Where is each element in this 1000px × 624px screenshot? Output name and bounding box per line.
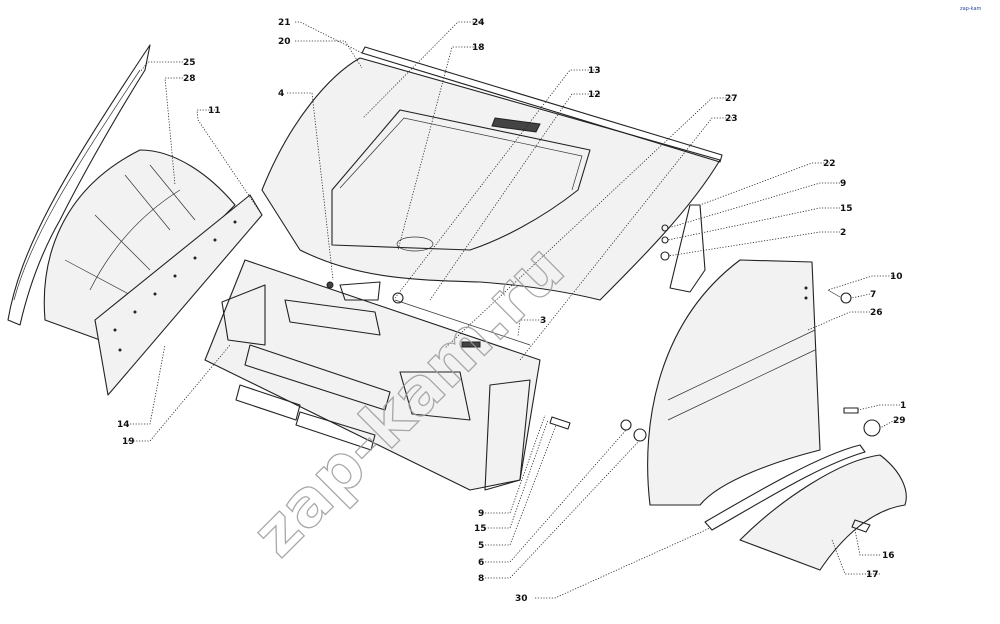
- part-bonnet: [261, 57, 721, 301]
- callout-21: 21: [278, 18, 291, 28]
- callouts: 21 20 24 18 13 12 27 23 4 11 25 28 22 9 …: [117, 18, 906, 604]
- part-splash-shield: [7, 44, 151, 326]
- part-front-panel: [204, 259, 541, 491]
- callout-10: 10: [890, 272, 903, 282]
- callout-25: 25: [183, 58, 196, 68]
- callout-28: 28: [183, 74, 196, 84]
- callout-29: 29: [893, 416, 906, 426]
- callout-18: 18: [472, 43, 485, 53]
- part-front-fender: [647, 259, 821, 506]
- callout-15-bottom: 15: [474, 524, 487, 534]
- part-bracket: [660, 204, 706, 293]
- leader-lines: [125, 21, 900, 599]
- callout-9-top: 9: [840, 179, 846, 189]
- corner-mark: zap-kam: [960, 6, 982, 12]
- callout-14: 14: [117, 420, 130, 430]
- callout-12: 12: [588, 90, 601, 100]
- callout-8: 8: [478, 574, 484, 584]
- callout-23: 23: [725, 114, 738, 124]
- part-lock-cable: [394, 299, 531, 348]
- callout-19: 19: [122, 437, 135, 447]
- callout-1: 1: [900, 401, 906, 411]
- callout-20: 20: [278, 37, 291, 47]
- callout-9-bottom: 9: [478, 509, 484, 519]
- callout-27: 27: [725, 94, 738, 104]
- part-weatherstrip: [361, 46, 723, 163]
- part-hardware: [549, 289, 881, 533]
- callout-16: 16: [882, 551, 895, 561]
- callout-3: 3: [540, 316, 546, 326]
- callout-17: 17: [866, 570, 879, 580]
- callout-24: 24: [472, 18, 485, 28]
- callout-30: 30: [515, 594, 528, 604]
- callout-15-top: 15: [840, 204, 853, 214]
- callout-22: 22: [823, 159, 836, 169]
- callout-6: 6: [478, 558, 484, 568]
- callout-5: 5: [478, 541, 484, 551]
- part-mudguard: [704, 444, 907, 571]
- callout-7: 7: [870, 290, 876, 300]
- callout-11: 11: [208, 106, 221, 116]
- part-hood-hinge: [326, 281, 404, 304]
- callout-4: 4: [278, 89, 284, 99]
- callout-2: 2: [840, 228, 846, 238]
- callout-13: 13: [588, 66, 601, 76]
- part-baffle-plate: [94, 194, 263, 396]
- callout-26: 26: [870, 308, 883, 318]
